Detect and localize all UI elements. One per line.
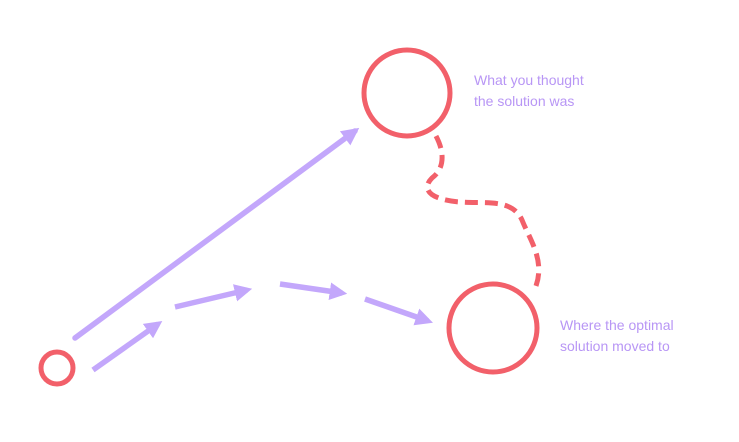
believed-solution-label: What you thought the solution was — [474, 70, 584, 112]
moved-solution-label-line-1: Where the optimal — [560, 317, 674, 333]
moved-solution-circle — [446, 281, 540, 375]
believed-solution-label-line-1: What you thought — [474, 72, 584, 88]
solution-drift-connector — [424, 134, 542, 287]
believed-solution-circle — [361, 47, 453, 139]
direct-path-arrow — [72, 127, 360, 341]
path-arrow-segment-1 — [91, 320, 163, 373]
moved-solution-label: Where the optimal solution moved to — [560, 315, 674, 357]
moved-solution-label-line-2: solution moved to — [560, 338, 670, 354]
believed-solution-label-line-2: the solution was — [474, 93, 575, 109]
start-point-circle — [38, 349, 76, 387]
path-arrow-segment-2 — [174, 284, 253, 310]
path-arrow-segment-3 — [279, 281, 348, 300]
path-arrow-segment-4 — [364, 296, 433, 326]
